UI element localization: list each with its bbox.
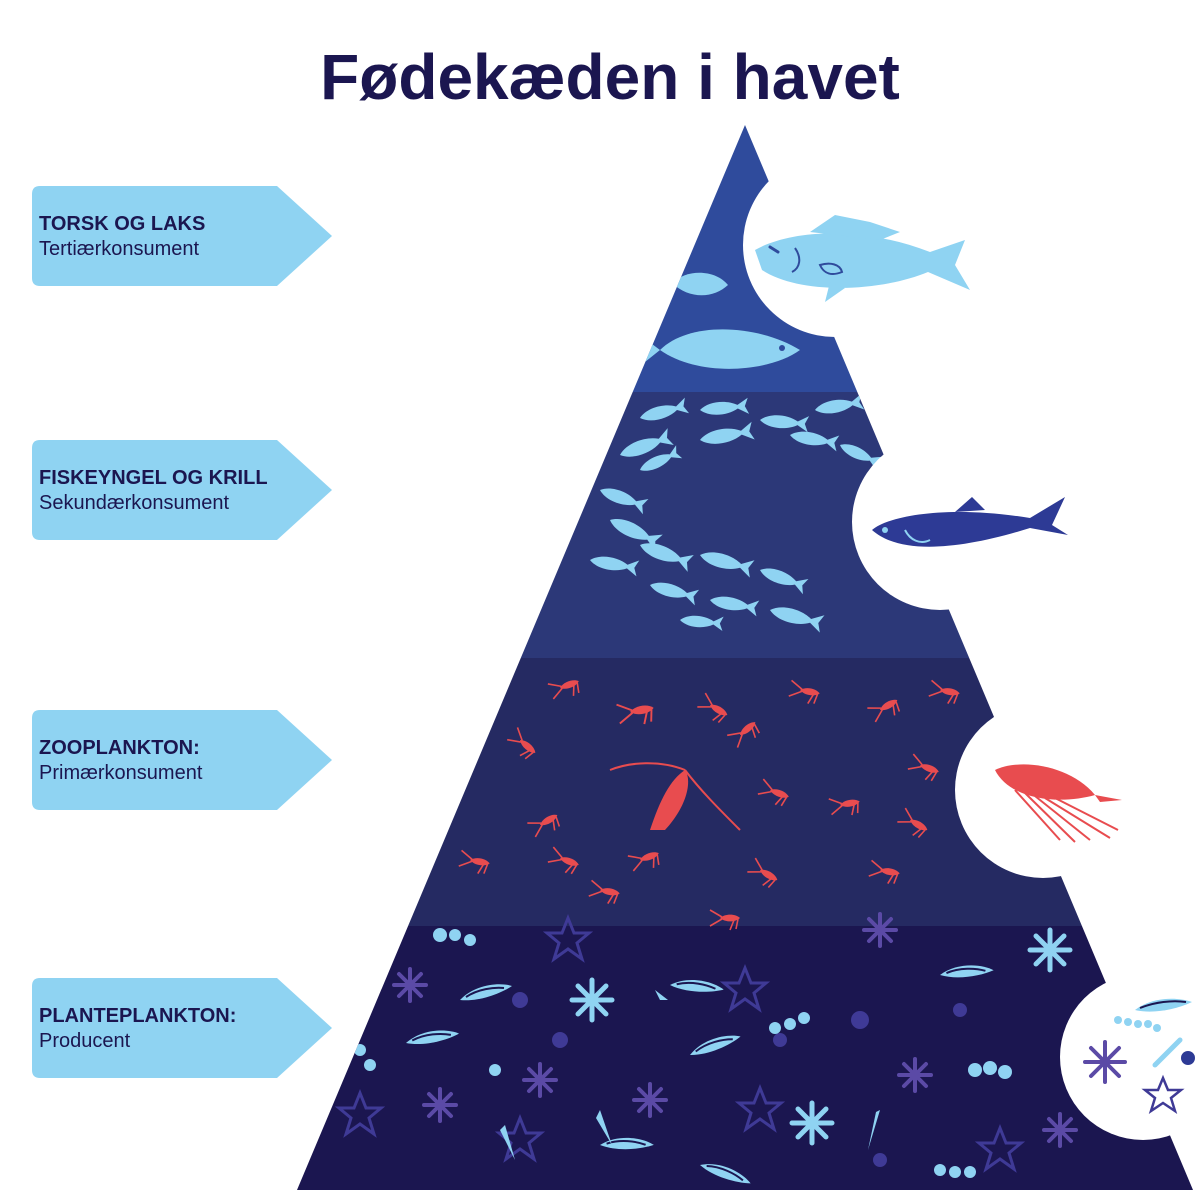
bite-zooplankton [955,702,1131,878]
tag-shape [32,978,332,1078]
level-name: ZOOPLANKTON: [39,737,200,759]
level-tag-secondary: FISKEYNGEL OG KRILL Sekundærkonsument [32,440,332,540]
cod-icon [755,215,970,302]
bite-herring [852,434,1068,610]
level-tag-primary: ZOOPLANKTON: Primærkonsument [32,710,332,810]
level-role: Primærkonsument [39,762,203,784]
level-name: PLANTEPLANKTON: [39,1005,237,1027]
tier4-phytoplankton [337,912,1078,1190]
tag-shape [32,440,332,540]
herring-icon [872,497,1068,547]
level-tag-tertiary: TORSK OG LAKS Tertiærkonsument [32,186,332,286]
phytoplankton-icon [1083,998,1195,1114]
zooplankton-icon [995,764,1122,843]
tier3-zooplankton [457,672,962,931]
page-title: Fødekæden i havet [320,41,900,113]
level-name: TORSK OG LAKS [39,213,206,235]
level-role: Tertiærkonsument [39,238,200,260]
level-role: Sekundærkonsument [39,492,230,514]
level-name: FISKEYNGEL OG KRILL [39,467,268,489]
bite-phytoplankton [1060,974,1200,1140]
tag-shape [32,710,332,810]
pyramid-tiers [297,125,1193,1190]
bite-cod [743,153,970,337]
tag-shape [32,186,332,286]
level-role: Producent [39,1030,131,1052]
level-tag-producer: PLANTEPLANKTON: Producent [32,978,332,1078]
